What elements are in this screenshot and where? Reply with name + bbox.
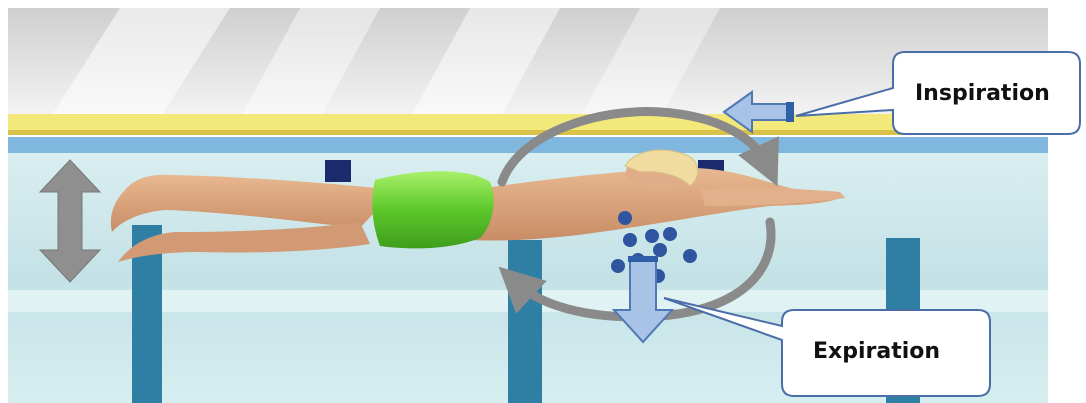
inspiration-label: Inspiration [915,81,1050,106]
lane-rope-shadow [8,130,1048,135]
lane-marker-top [325,160,351,182]
pool-pillar [508,240,542,403]
swimmer-swimsuit [372,171,493,248]
expiration-label: Expiration [813,339,940,364]
